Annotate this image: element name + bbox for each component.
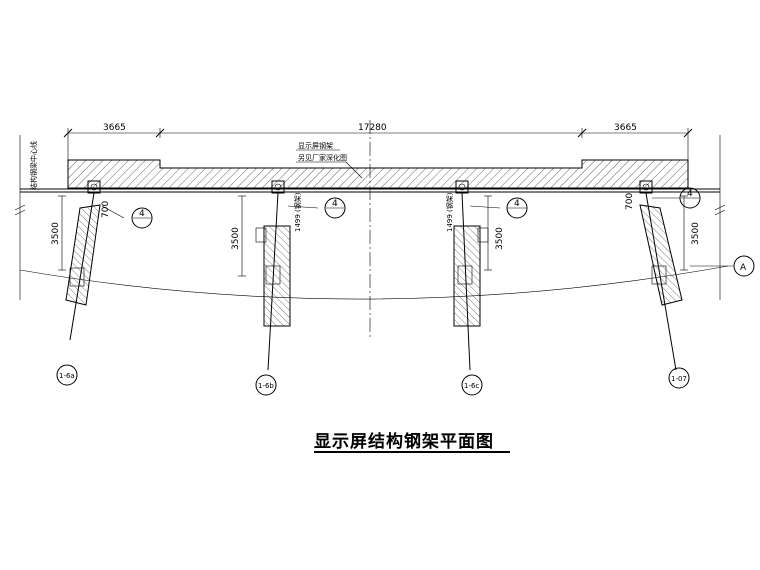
column-support-4: 3500 700 4 xyxy=(625,180,701,371)
axis-bubble-a: A xyxy=(690,255,755,277)
detail-callout-number: 4 xyxy=(514,199,520,209)
axis-label: 结构钢梁中心线 xyxy=(29,141,38,190)
detail-callout-number: 4 xyxy=(139,209,145,219)
grid-bubbles: 1-6a 1-6b 1-6c 1-07 xyxy=(56,364,690,396)
screen-frame-note: 显示屏钢架 xyxy=(298,141,333,150)
reference-arc xyxy=(19,265,729,300)
left-axis: 结构钢梁中心线 xyxy=(14,135,726,300)
dim-column2-height: 3500 xyxy=(231,227,241,250)
drawing-title: 显示屏结构钢架平面图 xyxy=(314,432,494,452)
detail-callout-number: 4 xyxy=(332,199,338,209)
dim-column3-offset: 1499 (钢架) xyxy=(445,192,454,232)
dim-left-span: 3665 xyxy=(103,123,126,133)
axis-bubble-label: A xyxy=(740,263,747,273)
top-dimension-line: 3665 17280 3665 xyxy=(63,123,693,160)
dim-column1-offset: 700 xyxy=(101,201,111,218)
dim-column1-height: 3500 xyxy=(51,222,61,245)
dim-middle-span: 17280 xyxy=(358,123,387,133)
grid-bubble-label: 1-07 xyxy=(671,375,687,383)
detail-callout-number: 4 xyxy=(687,189,693,199)
vendor-note: 另见厂家深化图 xyxy=(298,153,347,162)
column-support-1: 3500 700 4 xyxy=(51,180,153,341)
dim-column3-height: 3500 xyxy=(495,227,505,250)
dim-column2-offset: 1499 (钢架) xyxy=(293,192,302,232)
frame-leader-notes: 显示屏钢架 另见厂家深化图 xyxy=(296,141,363,179)
column-support-3: 3500 1499 (钢架) 4 xyxy=(445,180,528,371)
grid-bubble-label: 1-6a xyxy=(59,372,75,380)
dim-column4-offset: 700 xyxy=(625,193,635,210)
dim-column4-height: 3500 xyxy=(691,222,701,245)
dim-right-span: 3665 xyxy=(614,123,637,133)
grid-bubble-label: 1-6b xyxy=(258,382,274,390)
title-underline xyxy=(314,451,510,453)
column-support-2: 3500 1499 (钢架) 4 xyxy=(231,180,346,371)
grid-bubble-label: 1-6c xyxy=(464,382,479,390)
